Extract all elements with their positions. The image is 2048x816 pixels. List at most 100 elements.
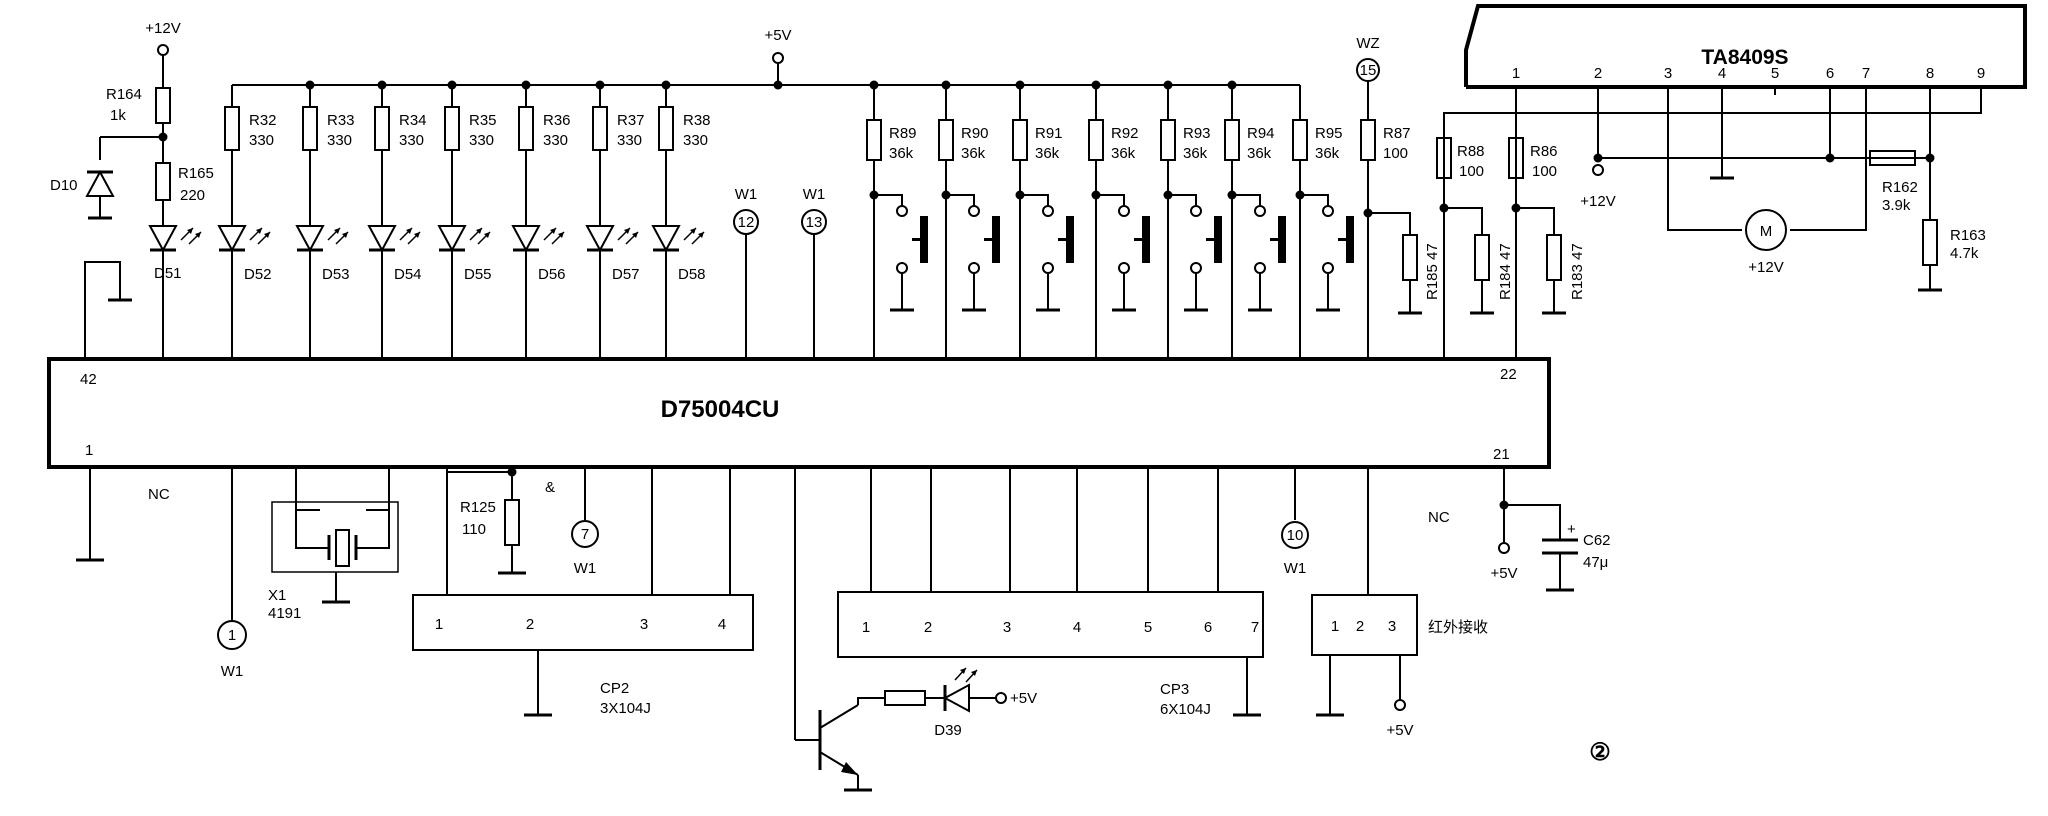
led-arrowhead (414, 232, 420, 238)
cp3-pin: 5 (1144, 619, 1152, 636)
cp2-body (412, 594, 754, 651)
amp-mark: & (545, 479, 555, 496)
key-resistor-value: 36k (1247, 145, 1272, 162)
resistor-r33 (302, 106, 318, 151)
r162-label: R162 (1882, 179, 1918, 196)
r184-wire (1444, 207, 1483, 235)
led-resistor-label: R32 (249, 112, 277, 129)
switch-wire (1232, 194, 1261, 206)
led-arrowhead (960, 668, 966, 674)
key-resistor-value: 36k (1183, 145, 1208, 162)
cp2-value: 3X104J (600, 700, 651, 717)
switch-contact (1190, 262, 1202, 274)
switch-actuator (920, 216, 928, 263)
resistor-r91 (1012, 119, 1028, 161)
wz-label: WZ (1356, 35, 1379, 52)
cp2-name: CP2 (600, 680, 629, 697)
c62-wire (1504, 504, 1561, 540)
w1-label: W1 (803, 186, 826, 203)
led-label: D54 (394, 266, 422, 283)
led-body (148, 225, 178, 253)
switch-actuator (1278, 216, 1286, 263)
resistor-r89 (866, 119, 882, 161)
r88-wire (1443, 87, 1982, 359)
motor-symbol-label: M (1760, 223, 1773, 240)
resistor-r88 (1436, 137, 1452, 179)
led-arrowhead (342, 232, 348, 238)
led-resistor-label: R38 (683, 112, 711, 129)
led-label: D53 (322, 266, 350, 283)
resistor-r37 (592, 106, 608, 151)
crystal-wire (295, 510, 329, 549)
cp3-pin: 1 (862, 619, 870, 636)
resistor-r87 (1360, 119, 1376, 161)
switch-wire (1020, 194, 1049, 206)
led-resistor-value: 330 (543, 132, 568, 149)
r87-value: 100 (1383, 145, 1408, 162)
switch-contact (968, 205, 980, 217)
switch-contact (896, 205, 908, 217)
resistor-r163 (1922, 219, 1938, 266)
cp2-pin: 4 (718, 616, 726, 633)
cp2-pin: 3 (640, 616, 648, 633)
test-point-circle (217, 620, 247, 650)
cp3-pin: 2 (924, 619, 932, 636)
ir-pin: 2 (1356, 618, 1364, 635)
ir-label: 红外接收 (1428, 619, 1488, 636)
cp3-pin: 3 (1003, 619, 1011, 636)
led-label: D57 (612, 266, 640, 283)
switch-contact (1322, 205, 1334, 217)
supply-5v-label: +5V (764, 27, 791, 44)
led-label: D55 (464, 266, 492, 283)
led-d39 (942, 683, 970, 713)
x1-label: X1 (268, 587, 286, 604)
cp3-value: 6X104J (1160, 701, 1211, 718)
led-resistor-value: 330 (249, 132, 274, 149)
led-arrowhead (187, 228, 193, 234)
resistor-r86 (1508, 137, 1524, 179)
resistor-r36 (518, 106, 534, 151)
led-resistor-label: R37 (617, 112, 645, 129)
cp2-pin: 1 (435, 616, 443, 633)
pin42-wire (84, 261, 121, 359)
resistor-r185 (1402, 234, 1418, 281)
resistor-r184 (1474, 234, 1490, 281)
test-point-label: 10 (1287, 527, 1304, 544)
key-resistor-label: R90 (961, 125, 989, 142)
resistor-r165 (155, 162, 171, 201)
ir-receiver-body (1311, 594, 1418, 656)
led-arrowhead (550, 228, 556, 234)
test-point-circle (801, 209, 827, 235)
switch-wire (946, 194, 975, 206)
r162-value: 3.9k (1882, 197, 1911, 214)
r164-value: 1k (110, 107, 126, 124)
r163-value: 4.7k (1950, 245, 1979, 262)
w1-label: W1 (735, 186, 758, 203)
led-resistor-label: R34 (399, 112, 427, 129)
r86-label: R86 (1530, 143, 1558, 160)
crystal-wire (295, 467, 320, 511)
resistor-r32 (224, 106, 240, 151)
cp3-pin: 4 (1073, 619, 1081, 636)
cp3-pin: 7 (1251, 619, 1259, 636)
motor-chip-pin: 7 (1862, 65, 1870, 82)
cp3-body (837, 591, 1264, 658)
led-arrowhead (256, 228, 262, 234)
r125-label: R125 (460, 499, 496, 516)
main-chip-pin-1: 1 (85, 442, 93, 459)
r185-label: R185 47 (1424, 243, 1441, 300)
led-resistor-label: R36 (543, 112, 571, 129)
switch-contact (1042, 205, 1054, 217)
test-point-label: 7 (581, 526, 589, 543)
key-resistor-value: 36k (1111, 145, 1136, 162)
key-resistor-label: R95 (1315, 125, 1343, 142)
resistor-r35 (444, 106, 460, 151)
r183-wire (1516, 207, 1555, 235)
switch-actuator (992, 216, 1000, 263)
switch-contact (1322, 262, 1334, 274)
motor-chip-pin: 9 (1977, 65, 1985, 82)
led-arrowhead (690, 228, 696, 234)
wire (819, 704, 859, 729)
switch-actuator (1142, 216, 1150, 263)
